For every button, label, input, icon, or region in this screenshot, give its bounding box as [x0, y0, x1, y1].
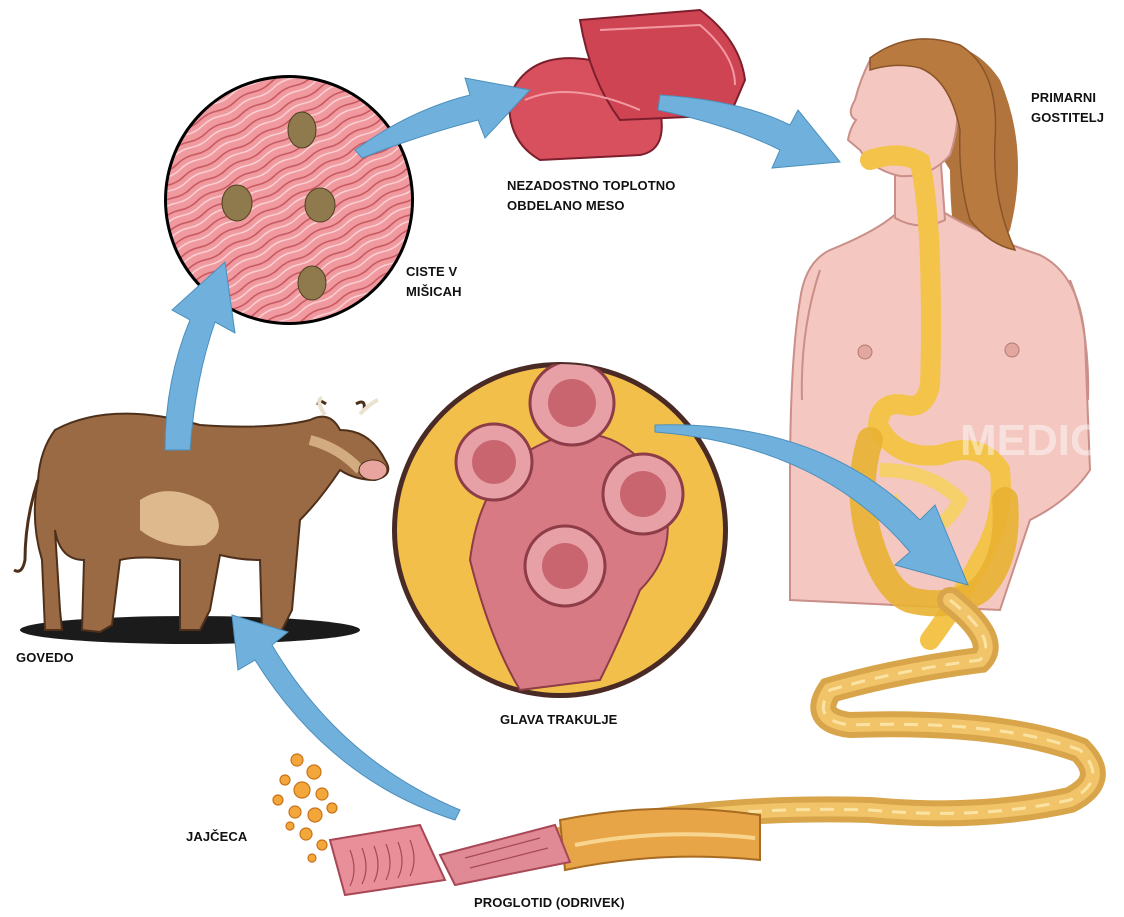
arrow-cattle-to-muscle: [165, 262, 235, 450]
label-eggs: JAJČECA: [186, 827, 247, 847]
tapeworm-head-circle: [392, 361, 728, 698]
label-muscle-cysts-line1: CISTE V: [406, 262, 462, 282]
arrow-proglottid-to-cattle: [232, 615, 460, 820]
arrow-meat-to-human: [658, 95, 840, 168]
label-primary-host-line1: PRIMARNI: [1031, 88, 1104, 108]
label-proglottid: PROGLOTID (ODRIVEK): [474, 893, 625, 913]
watermark: MEDIC: [960, 416, 1102, 465]
eggs-cluster: [273, 754, 337, 862]
cow: [14, 398, 388, 644]
label-primary-host: PRIMARNI GOSTITELJ: [1031, 88, 1104, 128]
label-cattle: GOVEDO: [16, 648, 74, 668]
label-undercooked-meat-line2: OBDELANO MESO: [507, 196, 676, 216]
label-muscle-cysts: CISTE V MIŠICAH: [406, 262, 462, 302]
label-primary-host-line2: GOSTITELJ: [1031, 108, 1104, 128]
label-muscle-cysts-line2: MIŠICAH: [406, 282, 462, 302]
meat-pieces: [509, 10, 745, 160]
proglottids: [330, 825, 570, 895]
label-undercooked-meat-line1: NEZADOSTNO TOPLOTNO: [507, 176, 676, 196]
label-tapeworm-head: GLAVA TRAKULJE: [500, 710, 617, 730]
label-undercooked-meat: NEZADOSTNO TOPLOTNO OBDELANO MESO: [507, 176, 676, 216]
